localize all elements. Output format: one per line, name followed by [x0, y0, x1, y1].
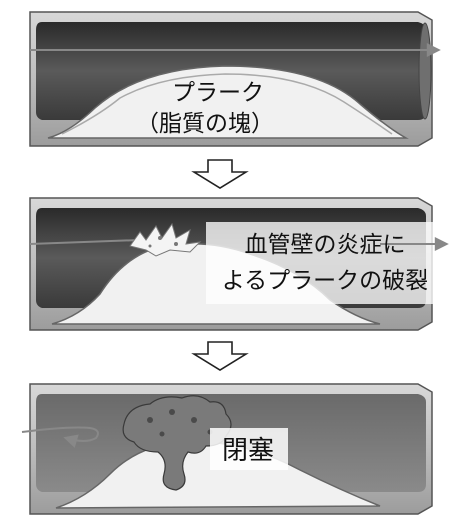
stage-plaque: プラーク （脂質の塊） [29, 11, 441, 147]
plaque-sublabel: （脂質の塊） [136, 111, 274, 137]
stage-rupture: 血管壁の炎症に よるプラークの破裂 [29, 197, 449, 331]
plaque-label: プラーク [172, 80, 264, 106]
rupture-label-backdrop [206, 222, 446, 304]
blood-flow-arrow [29, 239, 141, 245]
down-outline-arrow-icon [191, 159, 249, 189]
occlusion-label: 閉塞 [222, 436, 274, 466]
rupture-label-line1: 血管壁の炎症に [245, 232, 406, 258]
down-outline-arrow-icon [191, 341, 249, 371]
rupture-label-line2: よるプラークの破裂 [222, 268, 428, 294]
blood-flow-arrow [21, 426, 99, 448]
plaque-body [47, 65, 409, 139]
stage-occlusion: 閉塞 [21, 383, 433, 515]
occlusion-label-backdrop [210, 428, 288, 470]
rupture-burst [129, 222, 202, 257]
